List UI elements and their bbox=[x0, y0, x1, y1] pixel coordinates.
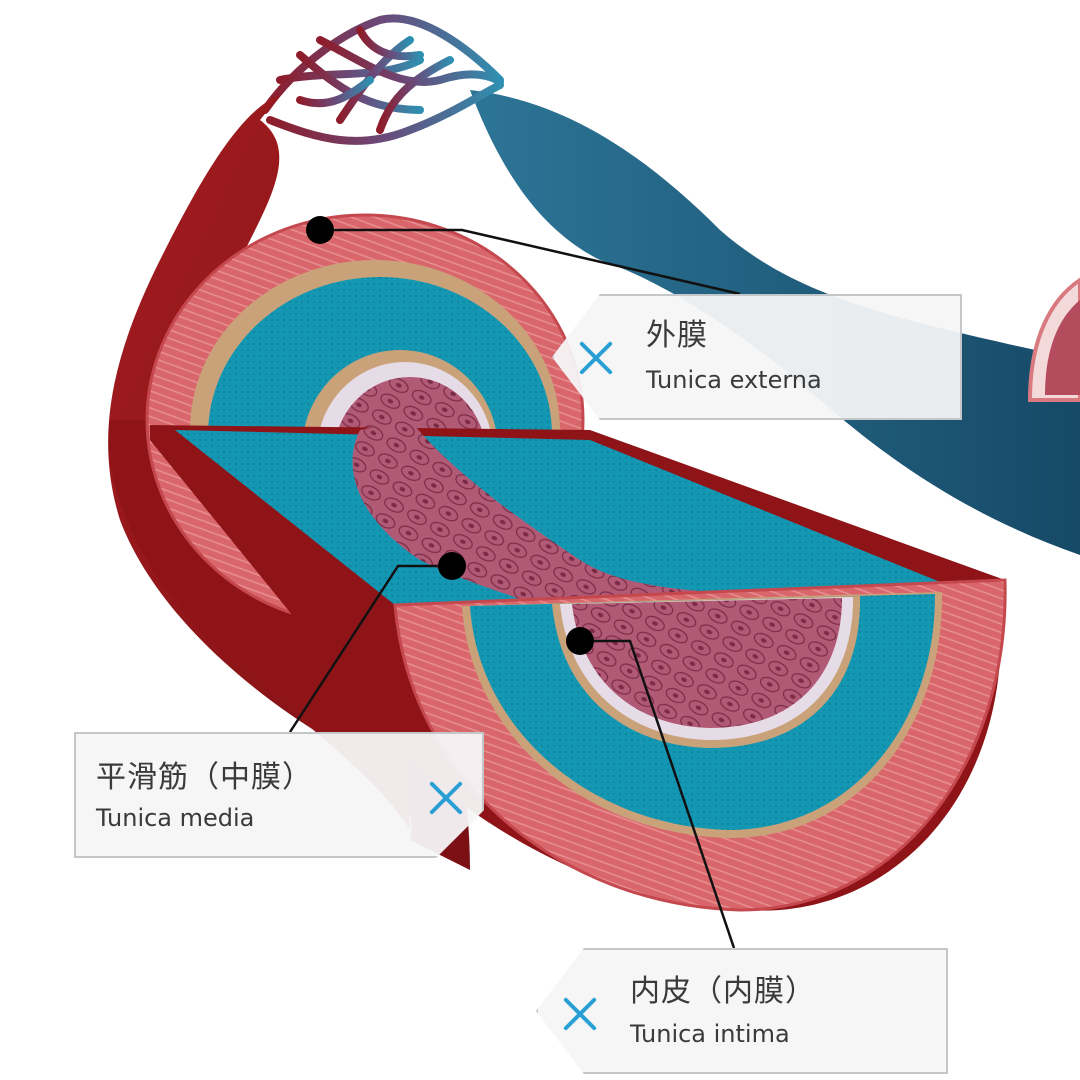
marker-externa[interactable] bbox=[306, 216, 334, 244]
leader-line-media bbox=[288, 564, 452, 733]
callout-subtitle: Tunica intima bbox=[630, 1020, 790, 1048]
artery-cross-section-near bbox=[393, 578, 1007, 912]
close-icon[interactable] bbox=[576, 338, 616, 378]
callout-subtitle: Tunica externa bbox=[646, 366, 822, 394]
callout-title: 平滑筋（中膜） bbox=[96, 760, 313, 795]
leader-line-intima bbox=[580, 639, 736, 949]
callout-title: 外膜 bbox=[646, 318, 708, 353]
callout-title: 内皮（内膜） bbox=[630, 974, 816, 1009]
marker-intima[interactable] bbox=[566, 627, 594, 655]
marker-media[interactable] bbox=[438, 552, 466, 580]
callout-tunica-media[interactable]: 平滑筋（中膜） Tunica media bbox=[74, 732, 484, 858]
callout-subtitle: Tunica media bbox=[96, 804, 255, 832]
close-icon[interactable] bbox=[560, 994, 600, 1034]
capillary-network bbox=[261, 14, 504, 145]
callout-tunica-intima[interactable]: 内皮（内膜） Tunica intima bbox=[536, 948, 948, 1074]
callout-tunica-externa[interactable]: 外膜 Tunica externa bbox=[552, 294, 962, 420]
close-icon[interactable] bbox=[426, 778, 466, 818]
leader-line-externa bbox=[320, 228, 741, 296]
